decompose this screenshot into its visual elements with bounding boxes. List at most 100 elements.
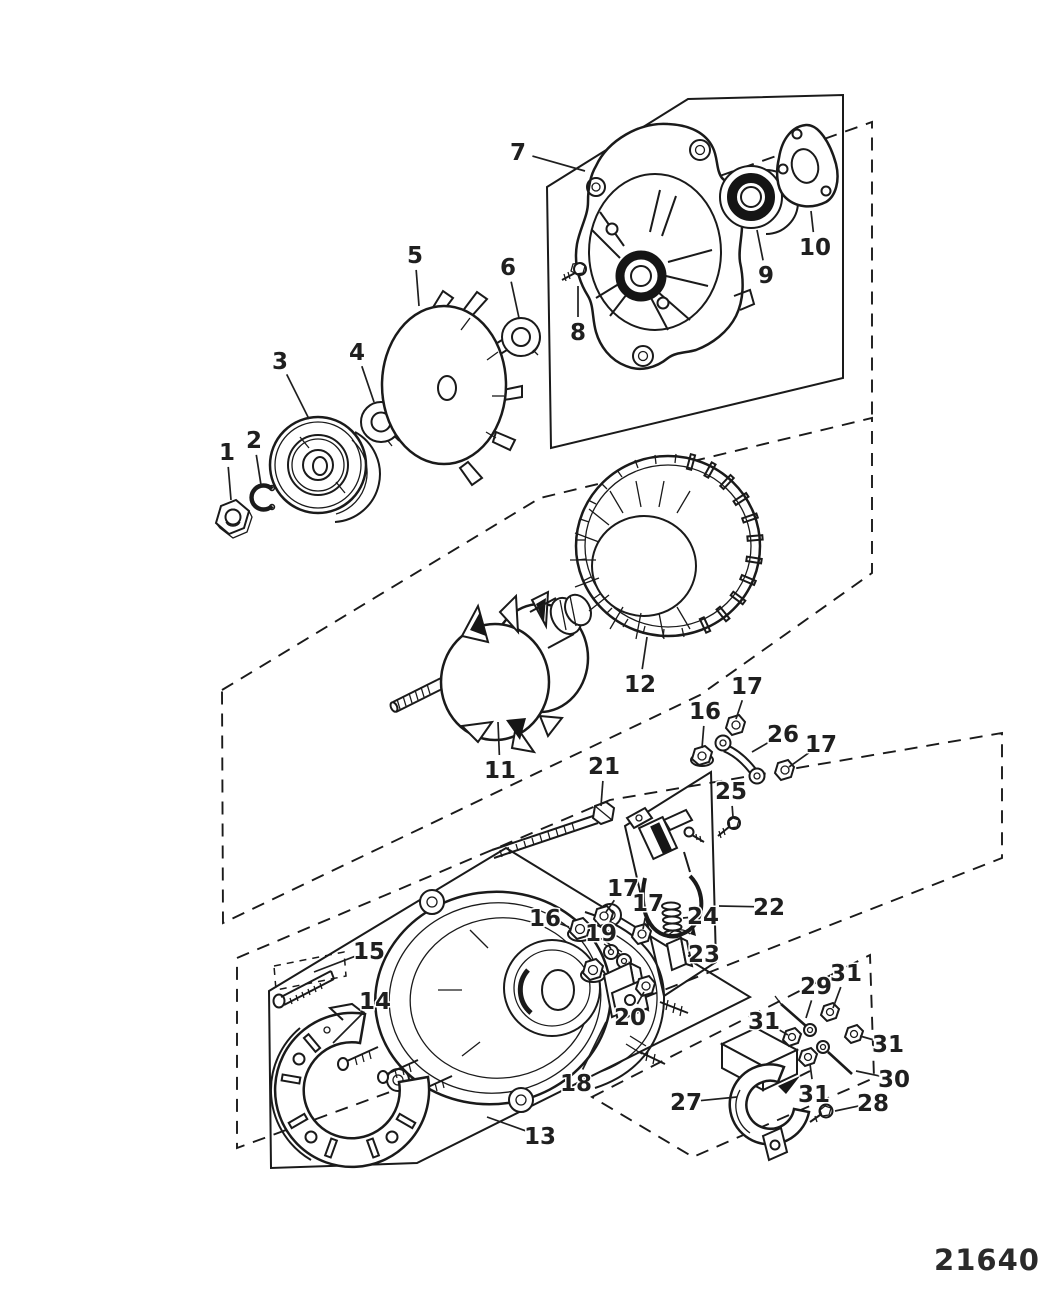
dashed-box-screw15 [273, 951, 347, 991]
callout-12: 12 [624, 672, 656, 698]
part-24-spring [661, 901, 683, 939]
callout-leader-10 [810, 210, 815, 233]
callout-16: 16 [529, 906, 561, 932]
callout-leader-21 [600, 780, 604, 807]
dashed-box-cover-group [590, 953, 875, 1159]
callout-leader-17 [788, 752, 810, 768]
part-18-brush-holder [602, 961, 650, 1023]
callout-23: 23 [688, 942, 720, 968]
callout-leader-30 [855, 1070, 880, 1077]
callout-leader-14 [332, 1011, 365, 1044]
callout-7: 7 [510, 140, 526, 166]
part-2-snap-ring [249, 483, 276, 512]
callout-leader-17 [735, 699, 744, 720]
callout-leader-3 [285, 374, 310, 420]
part-11-rotor [389, 590, 592, 754]
dashed-box-rear-group [699, 120, 873, 420]
callout-leader-22 [718, 905, 755, 908]
part-22-regulator [625, 806, 705, 938]
callout-1: 1 [219, 440, 235, 466]
callout-20: 20 [614, 1005, 646, 1031]
part-12-stator [570, 452, 764, 640]
callout-leader-6 [510, 281, 520, 319]
callout-leader-18 [581, 1021, 607, 1070]
callout-28: 28 [857, 1091, 889, 1117]
part-7-end-frame [574, 122, 756, 370]
nut-17b [773, 758, 796, 782]
callout-31: 31 [798, 1082, 830, 1108]
nut-17c [592, 904, 615, 928]
callout-24: 24 [687, 904, 719, 930]
nut-16a [690, 744, 714, 767]
callout-17: 17 [805, 732, 837, 758]
callout-leader-31 [859, 1035, 874, 1041]
callout-19: 19 [585, 921, 617, 947]
callout-15: 15 [353, 939, 385, 965]
part-26-link [714, 734, 766, 785]
callout-8: 8 [570, 320, 586, 346]
callout-18: 18 [560, 1071, 592, 1097]
callout-17: 17 [607, 876, 639, 902]
callout-leader-11 [497, 721, 501, 756]
callout-leader-31 [809, 1063, 813, 1080]
callout-25: 25 [715, 779, 747, 805]
nut-flanged-lower [580, 957, 606, 983]
nut-17a [724, 713, 747, 737]
callout-leader-17 [642, 917, 647, 930]
part-14-shield [270, 1002, 431, 1169]
callout-5: 5 [407, 243, 423, 269]
nuts-31 [781, 1001, 865, 1068]
callout-leader-15 [313, 955, 356, 973]
group-boxes [221, 93, 1003, 1170]
part-9-bearing [719, 165, 799, 235]
part-29-lead [774, 995, 817, 1037]
callout-10: 10 [799, 235, 831, 261]
callout-4: 4 [349, 340, 365, 366]
callout-13: 13 [524, 1124, 556, 1150]
part-8-screw [561, 262, 587, 282]
dashed-box-front-group [236, 731, 1003, 1150]
callout-leader-1 [227, 466, 232, 501]
callout-leader-17 [605, 899, 616, 913]
callout-leader-9 [756, 229, 764, 261]
callout-11: 11 [484, 758, 516, 784]
part-5-fan [380, 289, 523, 487]
callout-2: 2 [246, 428, 262, 454]
callout-leader-12 [641, 636, 648, 670]
solid-box-part7 [545, 93, 844, 450]
callout-22: 22 [753, 895, 785, 921]
solid-box-part22 [623, 770, 718, 998]
callout-31: 31 [830, 961, 862, 987]
callout-leader-31 [776, 1027, 789, 1036]
callout-leader-28 [834, 1105, 859, 1112]
part-3-pulley [268, 415, 381, 523]
stator-windings [570, 480, 691, 640]
callout-leader-16 [558, 922, 570, 928]
part-21-bolt [491, 800, 616, 859]
part-30-lead [816, 1040, 853, 1075]
callout-leader-7 [532, 155, 586, 172]
callout-31: 31 [872, 1032, 904, 1058]
callout-leader-16 [701, 725, 705, 749]
callout-21: 21 [588, 754, 620, 780]
callout-6: 6 [500, 255, 516, 281]
part-28-screw [809, 1103, 834, 1123]
nut-17d [630, 922, 653, 946]
drawing-number: 21640 [934, 1243, 1040, 1277]
nut-20 [634, 974, 657, 998]
callout-17: 17 [731, 674, 763, 700]
callout-9: 9 [758, 263, 774, 289]
stator-slots [685, 452, 764, 635]
callout-16: 16 [689, 699, 721, 725]
callout-leader-19 [608, 945, 612, 950]
callout-26: 26 [767, 722, 799, 748]
callout-leader-25 [731, 805, 734, 818]
part-1-nut [214, 498, 253, 539]
nut-16b [567, 916, 593, 942]
part-6-collar [501, 317, 541, 357]
callout-leader-4 [361, 365, 375, 403]
callout-leader-2 [255, 454, 262, 486]
part-25-screw [717, 816, 741, 839]
